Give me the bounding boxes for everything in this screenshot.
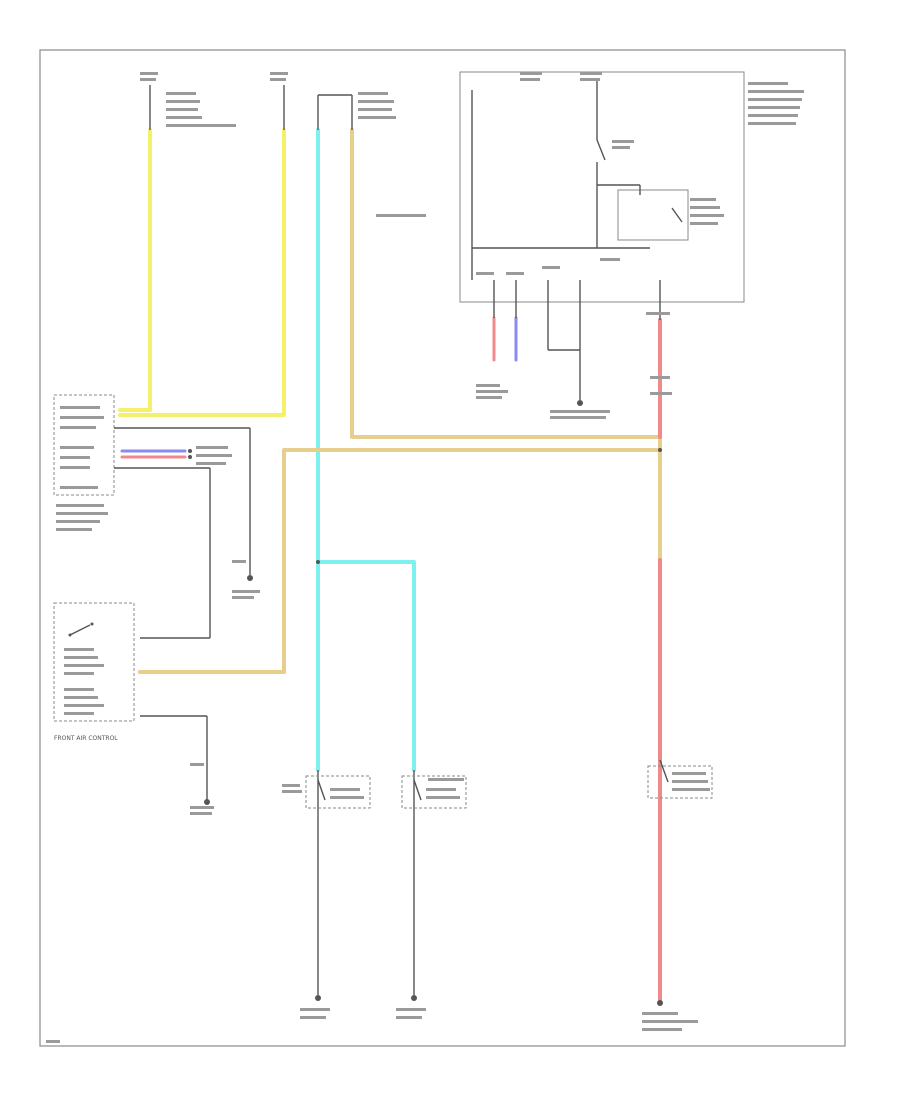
left-door-switch-box (305, 775, 371, 809)
cyan-wire-branch (316, 560, 416, 772)
front-air-control-switch (68, 622, 94, 637)
ignition-switch-symbol (596, 78, 606, 248)
diagram-frame (39, 49, 846, 1047)
fine-print-marks (46, 72, 804, 1043)
tan-wire-2 (138, 448, 662, 674)
relay-symbol (597, 184, 689, 241)
front-air-control-box (53, 602, 135, 722)
rear-door-switch-box (647, 765, 713, 799)
ground-terminals (188, 400, 663, 1006)
yellow-wire-2 (118, 128, 286, 417)
front-air-control-caption: FRONT AIR CONTROL (54, 735, 118, 742)
control-module-box (459, 71, 745, 303)
bcm-connector-box (53, 394, 115, 496)
tan-wire-1 (350, 128, 662, 439)
yellow-wire-1 (118, 128, 152, 412)
right-door-switch-box (401, 775, 467, 809)
gray-wire-network (114, 85, 669, 995)
